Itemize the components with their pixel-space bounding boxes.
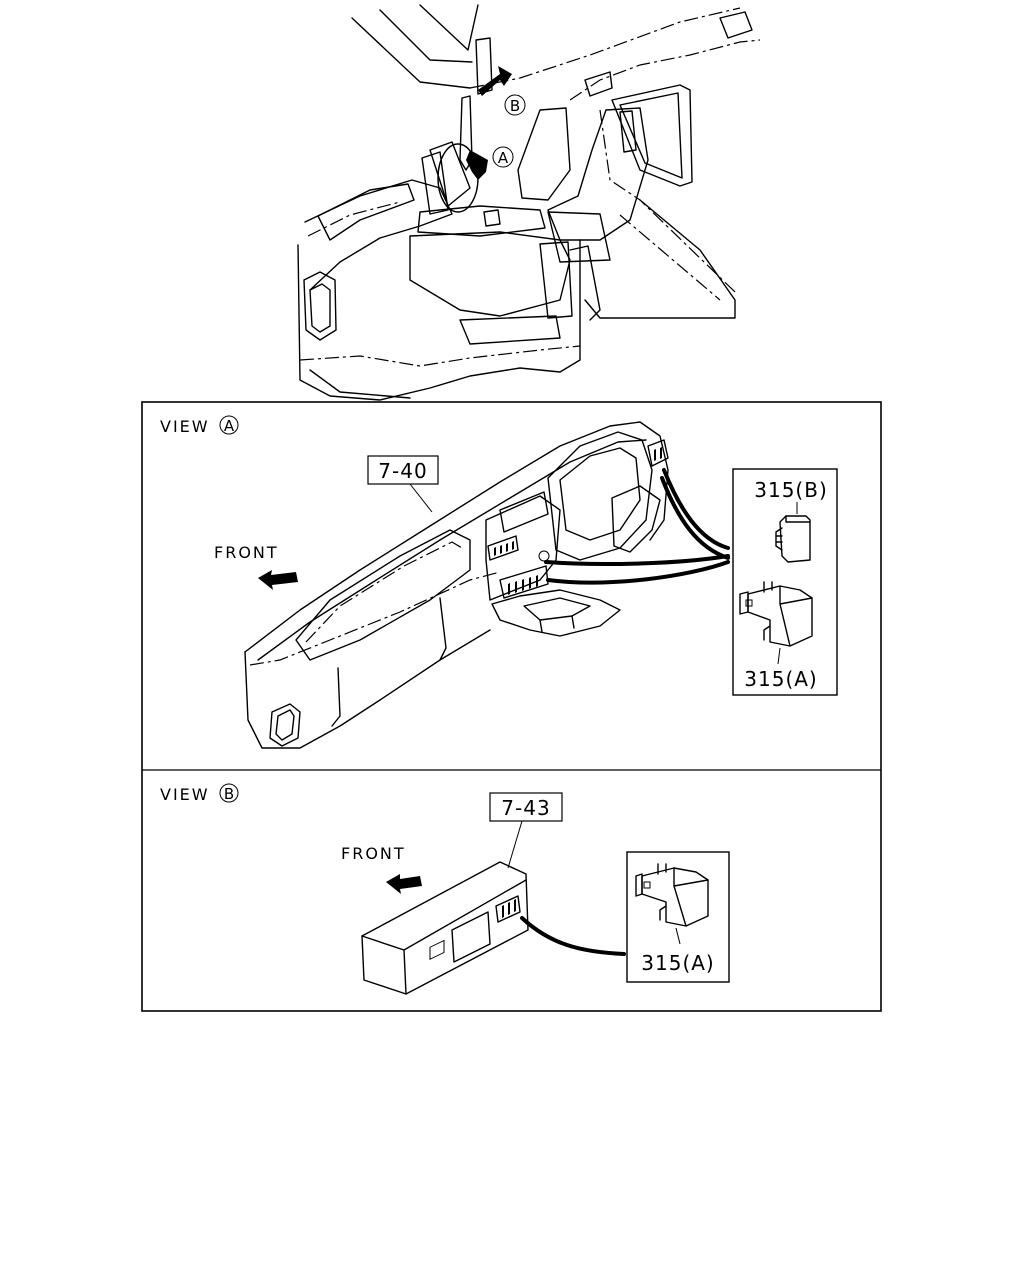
connector-315a-icon xyxy=(739,581,813,647)
front-arrow-icon xyxy=(258,570,298,590)
svg-text:B: B xyxy=(510,97,520,115)
svg-text:VIEW: VIEW xyxy=(160,417,210,436)
connector-315a-icon xyxy=(635,863,709,927)
connector-315b-icon xyxy=(775,515,811,563)
svg-text:B: B xyxy=(224,785,234,803)
view-a-front-label: FRONT xyxy=(214,543,298,590)
view-b-title: VIEW B xyxy=(160,783,239,804)
callout-b: B xyxy=(504,94,526,116)
view-b-parts-box: 315(A) xyxy=(626,851,730,983)
svg-text:315(A): 315(A) xyxy=(641,951,714,975)
ref-7-43: 7-43 xyxy=(489,792,563,869)
view-b-front-label: FRONT xyxy=(341,844,422,894)
svg-text:FRONT: FRONT xyxy=(214,543,279,562)
front-arrow-icon xyxy=(386,874,422,894)
svg-text:7-43: 7-43 xyxy=(501,796,550,820)
cab-interior-illustration xyxy=(297,4,761,401)
svg-text:7-40: 7-40 xyxy=(378,459,427,483)
view-a-parts-box: 315(B) 315(A) xyxy=(732,468,838,696)
callout-a: A xyxy=(492,146,514,168)
ref-7-40: 7-40 xyxy=(367,455,439,513)
instrument-panel-illustration xyxy=(244,421,730,749)
svg-text:A: A xyxy=(498,149,509,167)
svg-text:VIEW: VIEW xyxy=(160,785,210,804)
svg-text:315(A): 315(A) xyxy=(744,667,817,691)
views-frame xyxy=(141,401,882,1012)
view-a-title: VIEW A xyxy=(160,415,239,436)
svg-text:A: A xyxy=(224,417,235,435)
svg-text:315(B): 315(B) xyxy=(754,478,828,502)
overhead-console-illustration xyxy=(361,861,626,995)
svg-text:FRONT: FRONT xyxy=(341,844,406,863)
